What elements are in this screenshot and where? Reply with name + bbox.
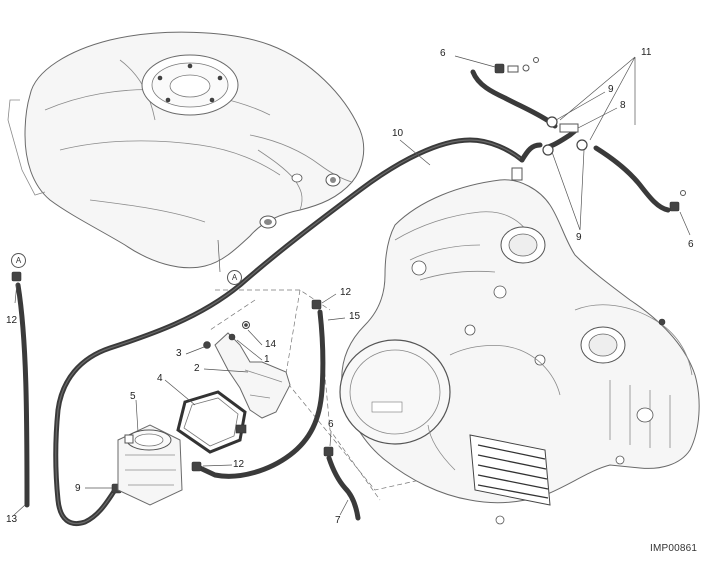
callout-12-mid: 12: [340, 287, 352, 298]
callout-2: 2: [194, 363, 200, 374]
callout-12-left: 12: [6, 315, 18, 326]
evap-canister: [117, 424, 183, 506]
canister-holder: [176, 390, 247, 454]
callout-8: 8: [620, 100, 626, 111]
callout-10: 10: [392, 128, 404, 139]
hose-15: [197, 309, 326, 479]
canister-bracket: [203, 321, 291, 419]
connector-ref-tank: A: [227, 270, 242, 285]
hose-10: [53, 137, 543, 526]
callout-6-top: 6: [440, 48, 446, 59]
hose-7: [326, 455, 361, 521]
callout-5: 5: [130, 391, 136, 402]
callout-6-right: 6: [688, 239, 694, 250]
callout-13: 13: [6, 514, 18, 525]
callout-9-mid: 9: [576, 232, 582, 243]
callout-11: 11: [641, 47, 652, 58]
callout-12-low: 12: [233, 459, 245, 470]
engine-assembly: [339, 179, 700, 525]
callout-9-top: 9: [608, 84, 614, 95]
connector-ref-left: A: [11, 253, 26, 268]
callout-15: 15: [349, 311, 361, 322]
callout-1: 1: [264, 354, 270, 365]
hose-13: [15, 282, 30, 508]
drawing-code: IMP00861: [650, 543, 698, 554]
callout-4: 4: [157, 373, 163, 384]
callout-9-low: 9: [75, 483, 81, 494]
callout-3: 3: [176, 348, 182, 359]
callout-14: 14: [265, 339, 277, 350]
callout-6-low: 6: [328, 419, 334, 430]
callout-7: 7: [335, 515, 341, 526]
fuel-tank: [7, 31, 365, 273]
leader-lines: [13, 55, 691, 516]
